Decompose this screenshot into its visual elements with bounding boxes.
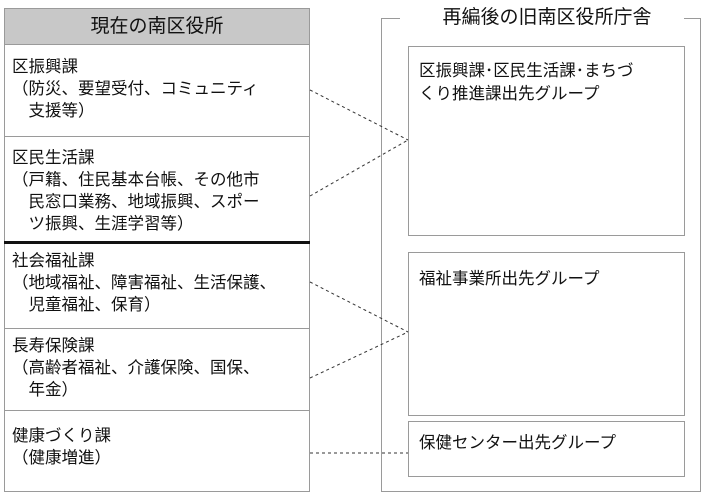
connector-chouju-hoken [309, 331, 409, 379]
section-divider [4, 328, 310, 329]
group-box-hoken-center: 保健センター出先グループ [408, 421, 685, 477]
section-title: 長寿保険課 [12, 336, 95, 355]
section-desc: （高齢者福祉、介護保険、国保、 年金） [12, 358, 260, 399]
group-label: 保健センター出先グループ [419, 433, 617, 452]
group-box-ku-shinko: 区振興課･区民生活課･まちづ くり推進課出先グループ [408, 46, 685, 236]
section-title: 区民生活課 [12, 148, 95, 167]
section-desc: （戸籍、住民基本台帳、その他市 民窓口業務、地域振興、スポー ツ振興、生涯学習等… [12, 170, 260, 233]
section-desc: （健康増進） [12, 448, 111, 467]
reorganized-building-header: 再編後の旧南区役所庁舎 [442, 6, 652, 28]
section-desc: （防災、要望受付、コミュニティ 支援等） [12, 79, 259, 120]
section-divider [4, 136, 310, 137]
section-kumin-seikatsu: 区民生活課 （戸籍、住民基本台帳、その他市 民窓口業務、地域振興、スポー ツ振興… [4, 137, 310, 241]
connector-shakai-fukushi [309, 281, 409, 333]
group-divider [4, 241, 310, 244]
section-shakai-fukushi: 社会福祉課 （地域福祉、障害福祉、生活保護、 児童福祉、保育） [4, 244, 310, 328]
section-divider [4, 410, 310, 411]
section-ku-shinko: 区振興課 （防災、要望受付、コミュニティ 支援等） [4, 46, 310, 136]
connector-ku-shinko [309, 89, 409, 141]
connector-kumin-seikatsu [309, 139, 409, 197]
section-desc: （地域福祉、障害福祉、生活保護、 児童福祉、保育） [12, 273, 276, 314]
group-box-fukushi: 福祉事業所出先グループ [408, 252, 685, 416]
group-label: 福祉事業所出先グループ [419, 269, 600, 288]
current-office-header: 現在の南区役所 [4, 8, 310, 45]
group-label: 区振興課･区民生活課･まちづ くり推進課出先グループ [419, 61, 634, 103]
section-chouju-hoken: 長寿保険課 （高齢者福祉、介護保険、国保、 年金） [4, 329, 310, 410]
section-title: 健康づくり課 [12, 426, 111, 445]
header-backdrop [400, 4, 684, 32]
section-title: 社会福祉課 [12, 251, 95, 270]
section-kenko-zukuri: 健康づくり課 （健康増進） [4, 411, 310, 491]
section-title: 区振興課 [12, 57, 78, 76]
